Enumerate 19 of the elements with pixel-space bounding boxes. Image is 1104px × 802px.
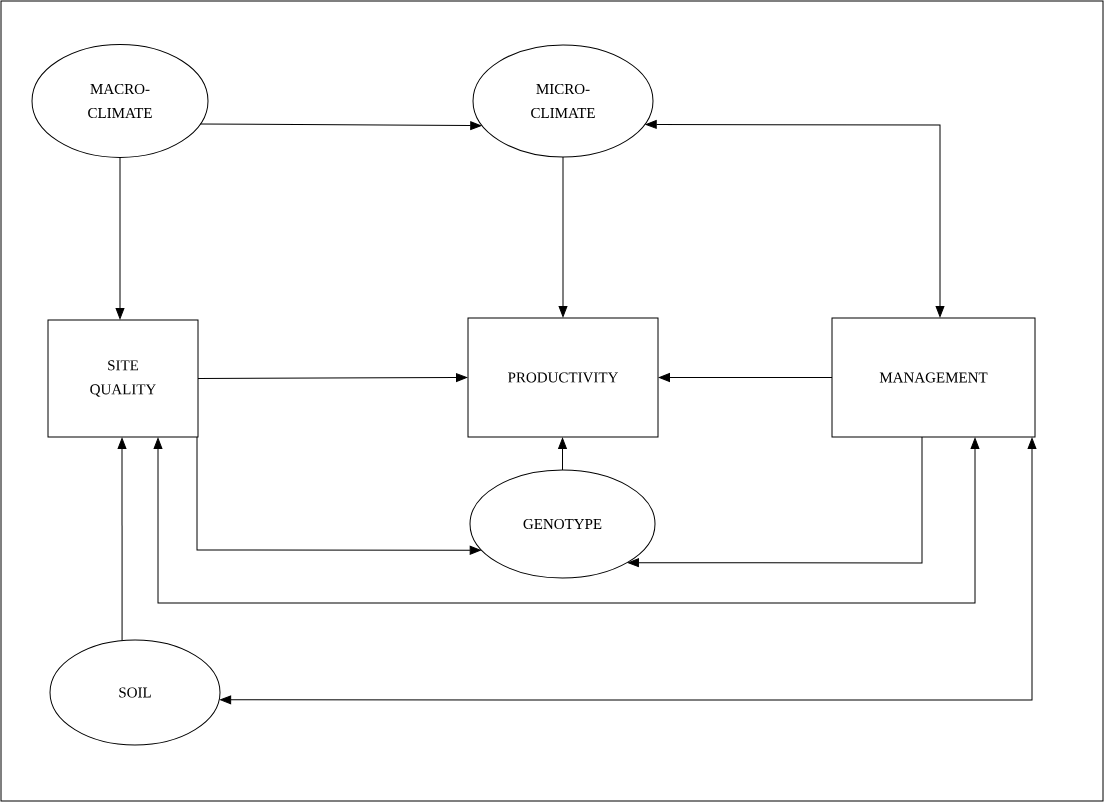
arrow: [115, 157, 125, 320]
arrow: [117, 437, 127, 642]
ellipse-node: MACRO- CLIMATE: [31, 44, 209, 158]
arrow: [197, 373, 468, 382]
arrow: [558, 437, 567, 471]
arrow: [558, 156, 568, 318]
ellipse-node: SOIL: [49, 639, 221, 746]
arrow: [199, 121, 482, 131]
rectangle-box: SITE QUALITY: [47, 319, 199, 438]
arrow: [220, 437, 1037, 705]
arrow: [658, 373, 833, 382]
rectangle-box: MANAGEMENT: [831, 317, 1036, 438]
ellipse-node: MICRO- CLIMATE: [472, 44, 654, 158]
arrow: [645, 120, 945, 318]
rectangle-box: PRODUCTIVITY: [467, 317, 659, 438]
arrow: [153, 437, 980, 604]
ellipse-node: GENOTYPE: [469, 469, 656, 579]
arrow: [196, 436, 481, 555]
arrow: [627, 436, 923, 568]
